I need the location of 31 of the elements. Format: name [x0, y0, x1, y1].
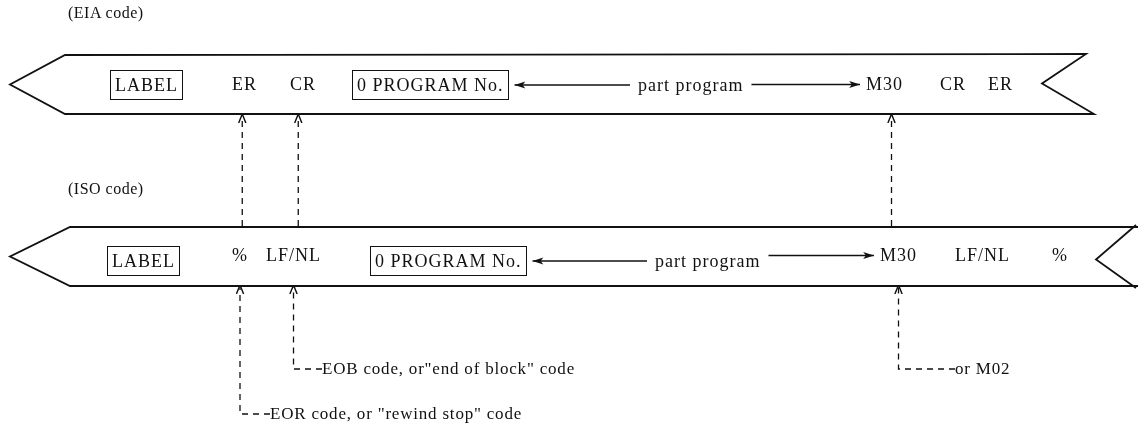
leader-line: [894, 284, 956, 370]
dashed-arrow: [887, 113, 896, 227]
code-text: CR: [290, 55, 316, 114]
note-text: EOB code, or"end of block" code: [322, 358, 575, 380]
code-text: ER: [988, 55, 1013, 114]
code-text: LF/NL: [266, 226, 321, 285]
arrow: [767, 251, 875, 260]
part-program-text: part program: [655, 246, 761, 276]
program-number-box: 0 PROGRAM No.: [370, 246, 527, 276]
label-box: LABEL: [110, 70, 183, 100]
section-heading: (ISO code): [68, 180, 144, 198]
dashed-arrow: [293, 113, 303, 227]
arrow: [513, 81, 631, 89]
leader-line: [235, 284, 271, 415]
label-box: LABEL: [107, 246, 180, 276]
code-text: M30: [880, 226, 917, 285]
note-text: or M02: [955, 358, 1011, 380]
arrow: [750, 80, 861, 89]
code-text: %: [232, 226, 248, 285]
code-text: ER: [232, 55, 257, 114]
dashed-arrow: [237, 113, 247, 227]
code-text: M30: [866, 55, 903, 114]
part-program-text: part program: [638, 70, 744, 100]
section-heading: (EIA code): [68, 4, 144, 22]
note-text: EOR code, or "rewind stop" code: [270, 403, 523, 425]
code-text: LF/NL: [955, 226, 1010, 285]
code-text: %: [1052, 226, 1068, 285]
program-number-box: 0 PROGRAM No.: [352, 70, 509, 100]
arrow: [531, 257, 648, 265]
code-text: CR: [940, 55, 966, 114]
leader-line: [289, 284, 323, 370]
